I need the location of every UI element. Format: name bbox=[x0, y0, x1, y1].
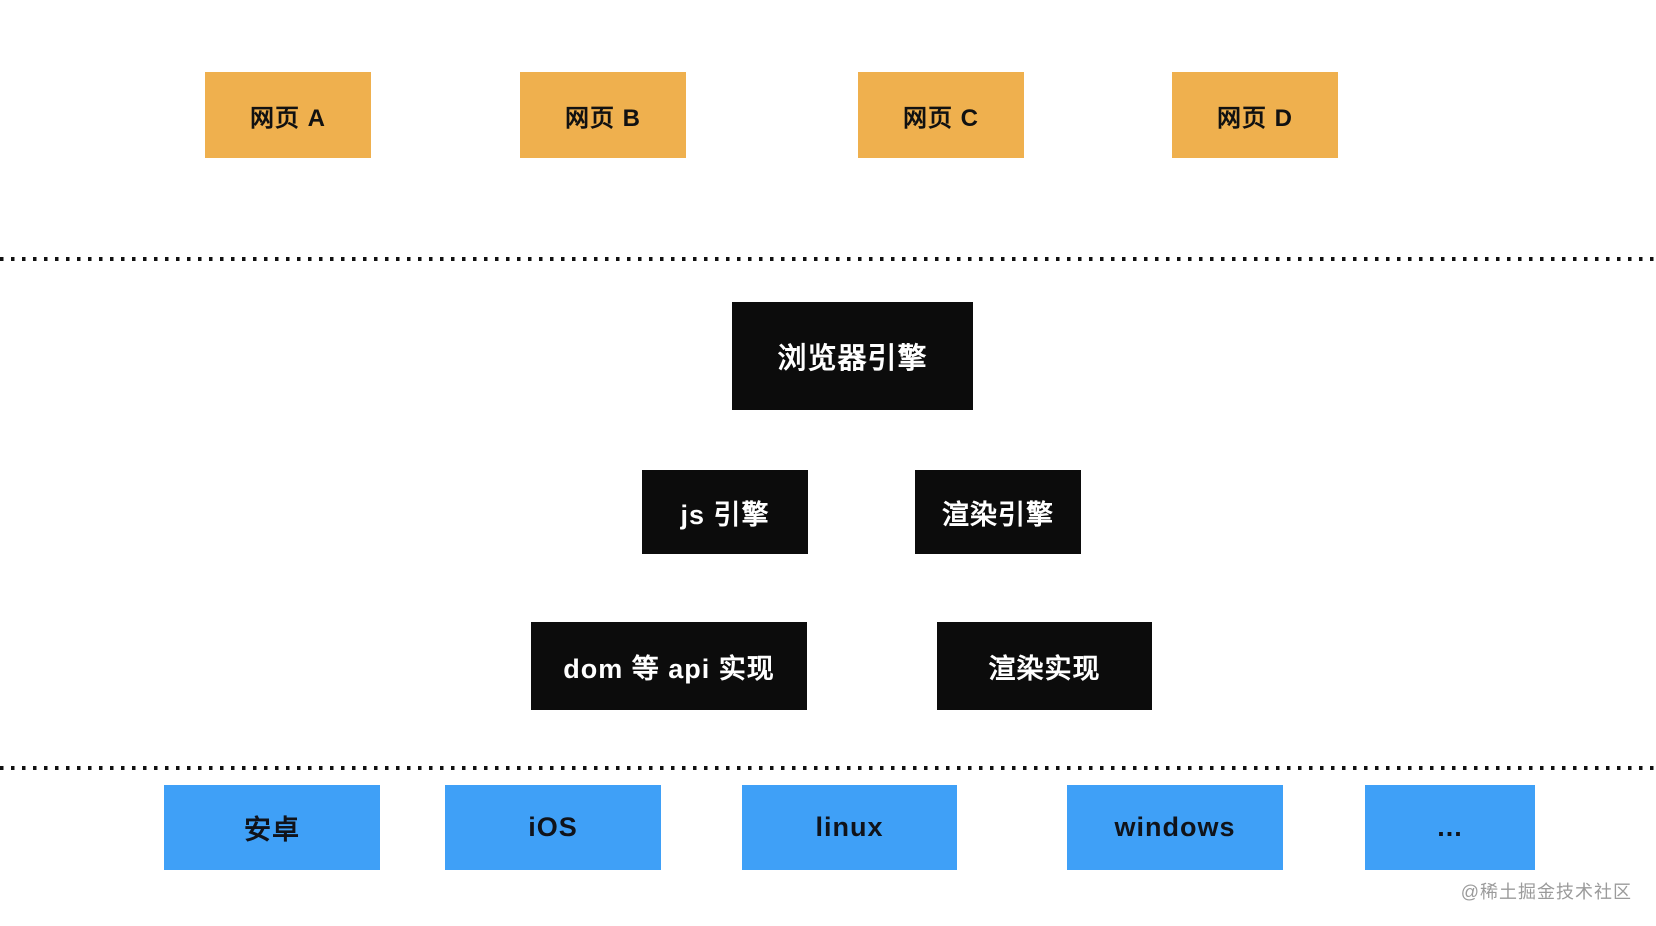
render-implementation-label: 渲染实现 bbox=[988, 653, 1101, 684]
render-engine-box: 渲染引擎 bbox=[915, 470, 1081, 554]
webpage-b-box: 网页 B bbox=[520, 72, 686, 158]
js-engine-box: js 引擎 bbox=[642, 470, 808, 554]
browser-engine-box: 浏览器引擎 bbox=[732, 302, 973, 410]
dotted-divider-top bbox=[0, 257, 1656, 261]
platform-windows-box: windows bbox=[1067, 785, 1283, 870]
platform-ios-box: iOS bbox=[445, 785, 661, 870]
platform-more-label: ... bbox=[1437, 812, 1463, 842]
webpage-d-box: 网页 D bbox=[1172, 72, 1338, 158]
webpage-c-label: 网页 C bbox=[903, 104, 979, 132]
dotted-divider-bottom bbox=[0, 766, 1656, 770]
watermark-text: @稀土掘金技术社区 bbox=[1460, 882, 1632, 902]
render-implementation-box: 渲染实现 bbox=[937, 622, 1152, 710]
webpage-d-label: 网页 D bbox=[1217, 104, 1293, 132]
platform-android-label: 安卓 bbox=[244, 815, 300, 845]
platform-android-box: 安卓 bbox=[164, 785, 380, 870]
webpage-c-box: 网页 C bbox=[858, 72, 1024, 158]
webpage-a-box: 网页 A bbox=[205, 72, 371, 158]
webpage-a-label: 网页 A bbox=[250, 104, 326, 132]
render-engine-label: 渲染引擎 bbox=[942, 499, 1054, 530]
dom-api-implementation-label: dom 等 api 实现 bbox=[563, 653, 775, 684]
platform-ios-label: iOS bbox=[528, 812, 578, 842]
browser-engine-label: 浏览器引擎 bbox=[777, 343, 928, 375]
platform-more-box: ... bbox=[1365, 785, 1535, 870]
dom-api-implementation-box: dom 等 api 实现 bbox=[531, 622, 807, 710]
webpage-b-label: 网页 B bbox=[565, 104, 641, 132]
platform-linux-box: linux bbox=[742, 785, 957, 870]
js-engine-label: js 引擎 bbox=[680, 499, 770, 530]
platform-linux-label: linux bbox=[815, 812, 884, 842]
platform-windows-label: windows bbox=[1114, 812, 1236, 842]
